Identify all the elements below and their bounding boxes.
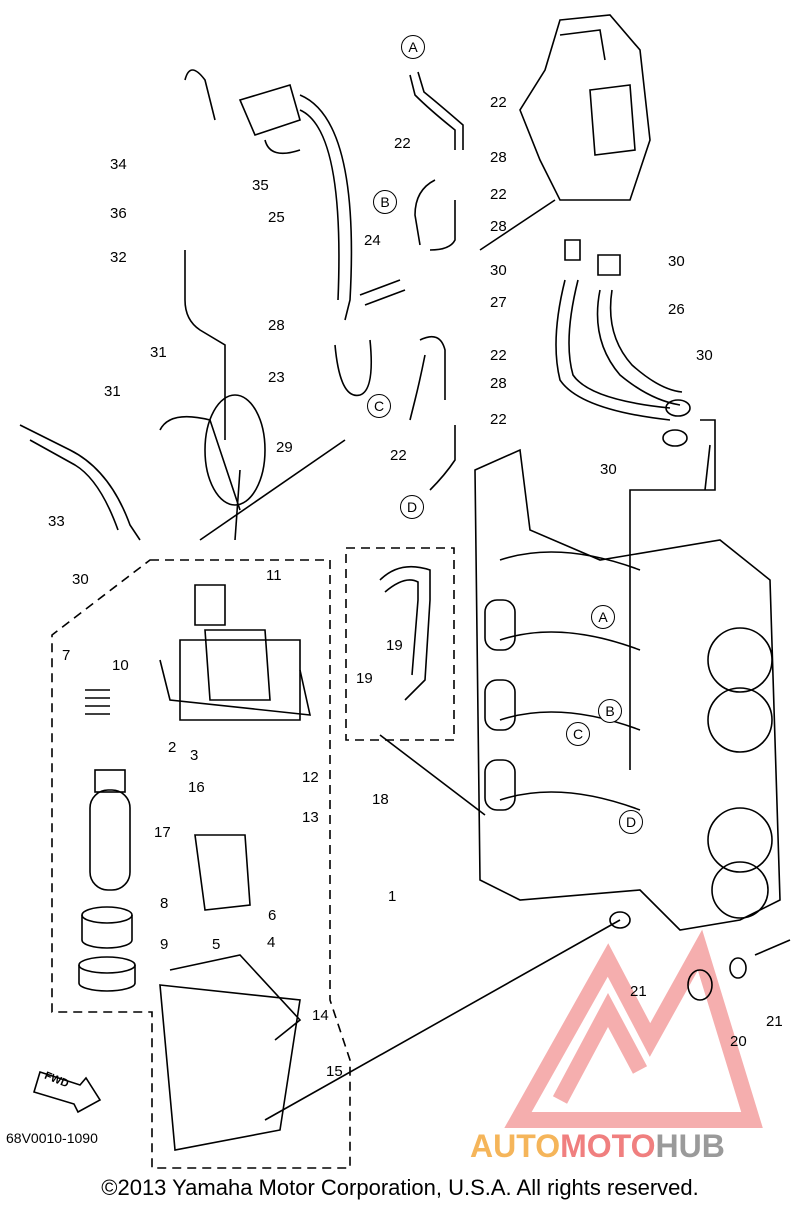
callout-36: 36 — [110, 205, 127, 222]
callout-1: 1 — [388, 888, 397, 905]
hose-31 — [159, 415, 241, 511]
callout-33: 33 — [48, 513, 65, 530]
ref-circle-c-top: C — [367, 394, 391, 418]
hose-22-a — [409, 74, 456, 150]
filter-cup — [159, 984, 301, 1151]
callout-13: 13 — [302, 809, 319, 826]
hose-26 — [596, 289, 681, 406]
electric-fuel-pump — [89, 789, 131, 891]
ref-circle-b-top: B — [373, 190, 397, 214]
callout-16: 16 — [188, 779, 205, 796]
callout-30e: 30 — [72, 571, 89, 588]
callout-8: 8 — [160, 895, 169, 912]
callout-35: 35 — [252, 177, 269, 194]
ref-circle-a-manifold: A — [591, 605, 615, 629]
callout-6: 6 — [268, 907, 277, 924]
callout-26: 26 — [668, 301, 685, 318]
hose-25 — [299, 94, 353, 321]
callout-30d: 30 — [600, 461, 617, 478]
watermark-text: AUTOMOTOHUB — [470, 1128, 725, 1164]
callout-34: 34 — [110, 156, 127, 173]
callout-32: 32 — [110, 249, 127, 266]
callout-21b: 21 — [766, 1013, 783, 1030]
callout-22f: 22 — [490, 411, 507, 428]
ref-circle-d-manifold: D — [619, 810, 643, 834]
callout-22a: 22 — [490, 94, 507, 111]
fwd-arrow — [33, 1070, 102, 1114]
callout-15: 15 — [326, 1063, 343, 1080]
callout-4: 4 — [267, 934, 276, 951]
callout-14: 14 — [312, 1007, 329, 1024]
spring — [85, 689, 110, 715]
callout-23: 23 — [268, 369, 285, 386]
callout-28a: 28 — [490, 149, 507, 166]
intake-manifold — [474, 448, 781, 931]
leader-21 — [264, 919, 621, 1121]
callout-28d: 28 — [490, 375, 507, 392]
line-art — [19, 14, 791, 1169]
ref-circle-d-top: D — [400, 495, 424, 519]
callout-5: 5 — [212, 936, 221, 953]
callout-3: 3 — [190, 747, 199, 764]
hose-24 — [359, 279, 401, 296]
callout-28b: 28 — [490, 218, 507, 235]
callout-11: 11 — [266, 567, 282, 584]
copyright-notice: ©2013 Yamaha Motor Corporation, U.S.A. A… — [101, 1175, 699, 1200]
callout-9: 9 — [160, 936, 169, 953]
callout-24: 24 — [364, 232, 381, 249]
watermark-logo — [504, 929, 763, 1128]
hose-33 — [19, 424, 141, 541]
callout-29: 29 — [276, 439, 293, 456]
callout-28c: 28 — [268, 317, 285, 334]
pressure-regulator — [238, 84, 301, 136]
hose-22-e — [429, 425, 456, 491]
callout-22c: 22 — [490, 186, 507, 203]
hose-23 — [334, 339, 373, 397]
callout-27: 27 — [490, 294, 507, 311]
hose-22-c — [429, 200, 456, 251]
callout-31a: 31 — [150, 344, 167, 361]
callout-20: 20 — [730, 1033, 747, 1050]
callout-22b: 22 — [394, 135, 411, 152]
hose-19 — [379, 565, 431, 701]
callout-30c: 30 — [696, 347, 713, 364]
ref-circle-b-manifold: B — [598, 699, 622, 723]
hose-32 — [184, 250, 226, 440]
callout-10: 10 — [112, 657, 129, 674]
callout-19a: 19 — [386, 637, 403, 654]
ref-circle-a-top: A — [401, 35, 425, 59]
callout-17: 17 — [154, 824, 171, 841]
callout-2: 2 — [168, 739, 177, 756]
callout-30a: 30 — [490, 262, 507, 279]
callout-22e: 22 — [390, 447, 407, 464]
callout-22d: 22 — [490, 347, 507, 364]
callout-30b: 30 — [668, 253, 685, 270]
part-code: 68V0010-1090 — [6, 1130, 98, 1146]
hose-22-d — [419, 335, 446, 400]
ref-circle-c-manifold: C — [566, 722, 590, 746]
callout-19b: 19 — [356, 670, 373, 687]
callout-25: 25 — [268, 209, 285, 226]
vapor-separator — [519, 14, 651, 201]
callout-18: 18 — [372, 791, 389, 808]
callout-7: 7 — [62, 647, 71, 664]
callout-21a: 21 — [630, 983, 647, 1000]
callout-12: 12 — [302, 769, 319, 786]
hose-22-b — [414, 179, 436, 246]
sub-assembly-boundary — [345, 547, 455, 741]
callout-31b: 31 — [104, 383, 121, 400]
assembly-boundary — [51, 559, 351, 1169]
fuel-filter-body — [179, 639, 301, 721]
hose-27 — [555, 279, 671, 421]
